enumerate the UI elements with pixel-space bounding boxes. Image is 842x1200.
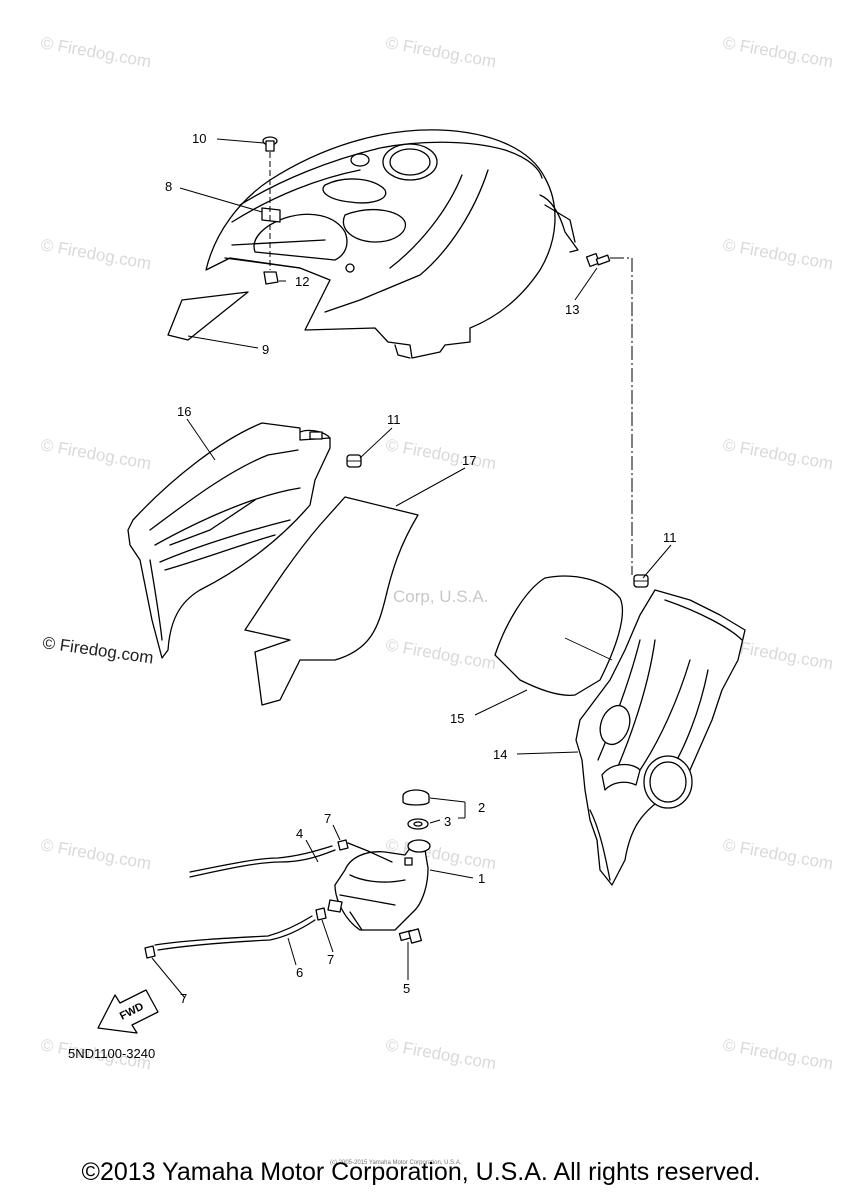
callout-5: 6 bbox=[296, 965, 303, 980]
watermark: © Firedog.com bbox=[721, 235, 834, 273]
callout-8: 8 bbox=[165, 179, 172, 194]
callout-4: 4 bbox=[296, 826, 303, 841]
part-9-pad bbox=[167, 291, 249, 341]
watermark: © Firedog.com bbox=[39, 835, 152, 873]
callout-9: 9 bbox=[262, 342, 269, 357]
part-15-graphic-right bbox=[494, 575, 624, 696]
watermark: © Firedog.com bbox=[39, 235, 152, 273]
callout-7-top: 7 bbox=[324, 811, 331, 826]
part-13-bolt bbox=[585, 252, 611, 268]
watermark: © Firedog.com bbox=[721, 435, 834, 473]
part-7-clip bbox=[315, 907, 327, 921]
part-4-hose bbox=[189, 845, 336, 878]
leader-lines bbox=[151, 138, 672, 999]
copyright-footer: ©2013 Yamaha Motor Corporation, U.S.A. A… bbox=[81, 1158, 761, 1186]
part-16-side-cover-left bbox=[127, 422, 331, 659]
callouts: 10 8 12 9 13 16 11 17 11 15 14 2 3 7 4 1… bbox=[165, 131, 677, 1006]
part-3-gasket bbox=[407, 818, 429, 830]
callout-12: 12 bbox=[295, 274, 309, 289]
watermark-dark: © Firedog.com bbox=[41, 633, 154, 667]
callout-11-upper: 11 bbox=[387, 412, 401, 427]
callout-13: 13 bbox=[565, 302, 579, 317]
watermark: © Firedog.com bbox=[721, 1035, 834, 1073]
part-7-clip bbox=[144, 945, 156, 959]
callout-2: 2 bbox=[478, 800, 485, 815]
callout-3: 3 bbox=[444, 814, 451, 829]
watermark: © Firedog.com bbox=[721, 835, 834, 873]
part-14-side-cover-right bbox=[575, 589, 746, 886]
part-12-nut bbox=[263, 271, 279, 285]
watermark: © Firedog.com bbox=[721, 33, 834, 71]
watermark: © Firedog.com bbox=[384, 435, 497, 473]
callout-16: 16 bbox=[177, 404, 191, 419]
part-10-screw bbox=[262, 136, 278, 152]
part-7-clip bbox=[337, 839, 349, 851]
part-6-bolt bbox=[398, 928, 423, 944]
part-11-grommet-upper bbox=[346, 454, 362, 468]
part-15-crease bbox=[564, 637, 613, 661]
part-5-hose bbox=[154, 915, 316, 951]
watermark: © Firedog.com bbox=[384, 635, 497, 673]
part-4-hose-tail bbox=[347, 842, 393, 863]
part-17-graphic-left bbox=[244, 496, 419, 706]
part-11-grommet-lower bbox=[633, 574, 649, 588]
watermark: © Firedog.com bbox=[384, 33, 497, 71]
callout-14: 14 bbox=[493, 747, 507, 762]
fwd-arrow-icon: FWD bbox=[97, 989, 159, 1034]
part-1-reservoir-tank bbox=[327, 839, 431, 931]
part-2-cap bbox=[402, 789, 430, 806]
callout-10: 10 bbox=[192, 131, 206, 146]
watermark: © Firedog.com bbox=[39, 33, 152, 71]
callout-7-bottom: 7 bbox=[180, 991, 187, 1006]
callout-11-lower: 11 bbox=[663, 530, 677, 545]
reference-line bbox=[610, 257, 633, 575]
watermark: © Firedog.com bbox=[384, 1035, 497, 1073]
callout-6: 5 bbox=[403, 981, 410, 996]
watermark: © Firedog.com bbox=[39, 435, 152, 473]
diagram-code: 5ND1100-3240 bbox=[68, 1046, 155, 1061]
tiny-copyright-notice: (c) 2005-2015 Yamaha Motor Corporation, … bbox=[330, 1160, 462, 1166]
callout-17: 17 bbox=[462, 453, 476, 468]
part-8-tank-cover bbox=[205, 129, 579, 359]
callout-7-mid: 7 bbox=[327, 952, 334, 967]
callout-1: 1 bbox=[478, 871, 485, 886]
callout-15: 15 bbox=[450, 711, 464, 726]
